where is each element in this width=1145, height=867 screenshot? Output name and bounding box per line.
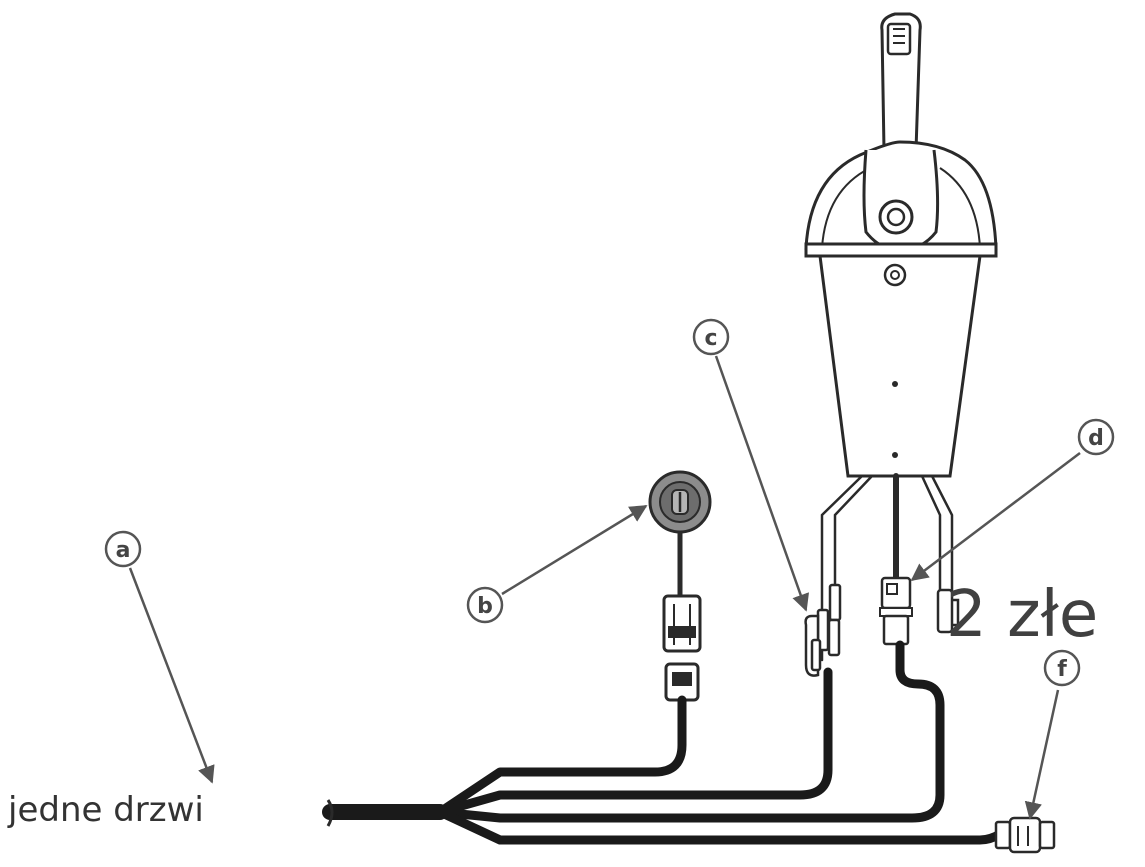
leader-c [714, 355, 809, 612]
annotation-right-text: 2 złe [946, 578, 1099, 652]
svg-text:c: c [704, 326, 717, 351]
leader-d [910, 452, 1081, 582]
callout-leaders [128, 355, 1081, 820]
svg-text:a: a [116, 538, 131, 563]
callout-f: f [1043, 649, 1081, 687]
connector-d-group [879, 576, 960, 646]
leader-a [128, 567, 215, 784]
callout-a: a [104, 530, 142, 568]
connector-f [994, 816, 1056, 854]
svg-text:f: f [1057, 657, 1067, 682]
callout-b: b [466, 586, 504, 624]
svg-text:d: d [1088, 426, 1104, 451]
connector-c-group [804, 583, 842, 677]
key-switch [648, 470, 712, 702]
control-box [804, 12, 998, 478]
key-switch-connector [662, 594, 702, 653]
leader-f [1024, 689, 1060, 820]
handle-grip [886, 22, 912, 56]
leader-b [501, 504, 648, 596]
harness-end [326, 799, 334, 827]
svg-text:b: b [477, 594, 493, 619]
control-body [818, 254, 982, 478]
callout-d: d [1077, 418, 1115, 456]
annotation-left-text: jedne drzwi [8, 790, 204, 830]
callout-c: c [692, 318, 730, 356]
